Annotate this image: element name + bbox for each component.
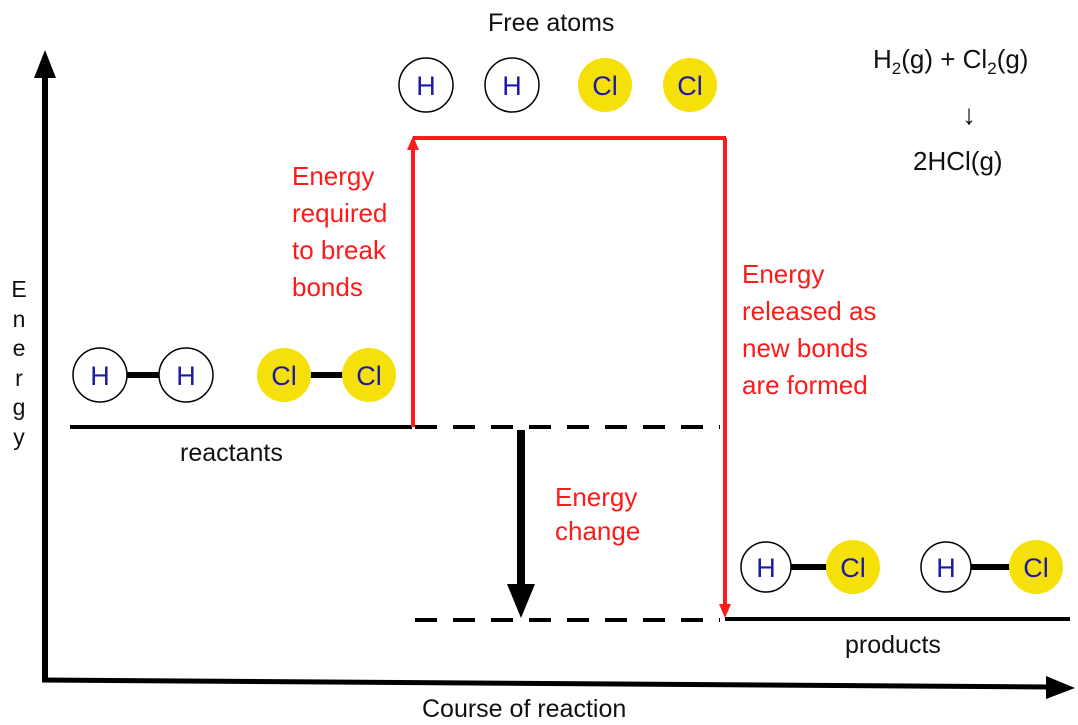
free-atom-cl-1: Cl — [578, 58, 632, 112]
bond-forming-arrowhead — [719, 604, 731, 618]
y-label-letter: E — [11, 276, 27, 302]
eq-sub-2: 2 — [987, 59, 997, 79]
free-atom-cl-2: Cl — [663, 58, 717, 112]
energy-change-arrowhead — [507, 584, 535, 618]
bond-forming-annotation: Energy released as new bonds are formed — [742, 256, 876, 404]
hcl-molecule-2: H Cl — [920, 540, 1063, 594]
y-axis-arrowhead — [34, 50, 56, 78]
x-axis-label: Course of reaction — [422, 695, 627, 723]
y-label-letter: r — [15, 364, 23, 391]
cl2-molecule: Cl Cl — [257, 348, 396, 402]
annotation-line: change — [555, 516, 641, 546]
y-axis-label: E n e r g y — [6, 275, 32, 452]
y-label-letter: n — [12, 305, 26, 332]
reaction-equation-reactants: H2(g) + Cl2(g) — [873, 44, 1028, 80]
annotation-line: required — [292, 198, 388, 228]
svg-text:Cl: Cl — [271, 361, 297, 391]
x-axis-arrowhead — [1046, 676, 1075, 699]
bond-breaking-arrowhead — [407, 136, 419, 150]
y-label-letter: e — [12, 335, 26, 361]
svg-text:Cl: Cl — [356, 361, 382, 391]
annotation-line: Energy — [292, 161, 375, 191]
reaction-equation-products: 2HCl(g) — [913, 146, 1003, 176]
hcl-molecule-1: H Cl — [740, 540, 880, 594]
annotation-line: released as — [742, 296, 877, 326]
svg-text:Cl: Cl — [1023, 553, 1049, 583]
products-label: products — [845, 631, 941, 659]
free-atoms-title: Free atoms — [488, 9, 615, 37]
y-label-letter: y — [13, 423, 25, 450]
svg-text:H: H — [90, 361, 110, 391]
svg-text:Cl: Cl — [840, 553, 866, 583]
svg-text:Cl: Cl — [677, 71, 703, 101]
annotation-line: are formed — [742, 370, 868, 400]
y-label-letter: g — [12, 394, 26, 420]
eq-mid: (g) + Cl — [901, 44, 988, 74]
svg-text:H: H — [502, 71, 522, 101]
annotation-line: to break — [292, 235, 386, 265]
annotation-line: bonds — [292, 272, 363, 302]
free-atom-h-1: H — [398, 57, 454, 113]
energy-change-annotation: Energy change — [555, 480, 640, 548]
svg-text:Cl: Cl — [592, 71, 618, 101]
eq-sub-1: 2 — [891, 59, 902, 79]
reaction-arrow: ↓ — [962, 99, 976, 130]
bond-breaking-annotation: Energy required to break bonds — [292, 158, 387, 306]
svg-text:H: H — [936, 553, 956, 583]
svg-text:H: H — [176, 361, 196, 391]
annotation-line: Energy — [742, 259, 825, 289]
eq-end: (g) — [996, 44, 1029, 74]
annotation-line: new bonds — [742, 333, 868, 363]
svg-text:H: H — [416, 71, 436, 101]
svg-text:H: H — [756, 553, 776, 583]
free-atom-h-2: H — [484, 57, 540, 113]
x-axis — [41, 677, 1051, 690]
reactants-label: reactants — [180, 439, 283, 467]
h2-molecule: H H — [72, 347, 214, 403]
eq-h: H — [873, 44, 892, 74]
annotation-line: Energy — [555, 482, 638, 512]
